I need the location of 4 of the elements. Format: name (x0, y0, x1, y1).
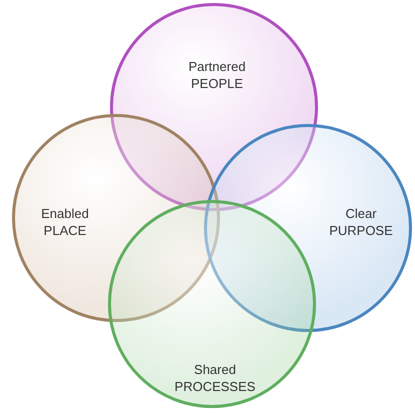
circle-label: Clear PURPOSE (328, 205, 394, 239)
circle-label: Shared PROCESSES (174, 361, 256, 395)
circle-label: Enabled PLACE (40, 205, 90, 239)
circle-label: Partnered PEOPLE (187, 58, 247, 92)
